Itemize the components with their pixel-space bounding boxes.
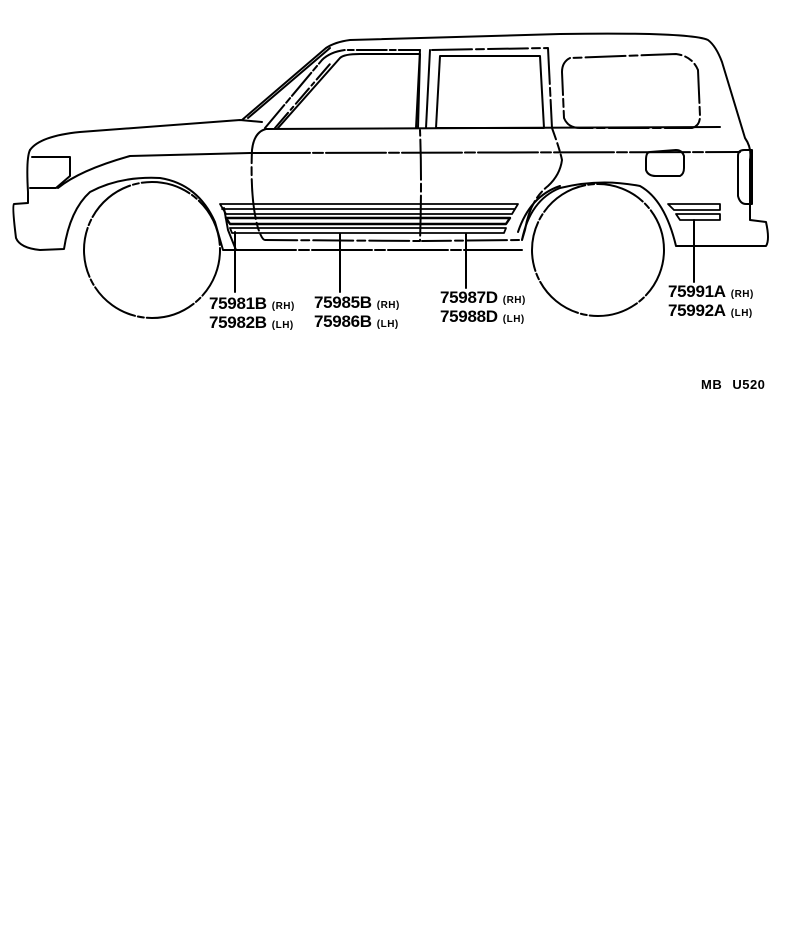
part-number-rh[interactable]: 75985B [314, 293, 372, 312]
side-label-lh: (LH) [502, 314, 525, 325]
part-number-lh[interactable]: 75982B [209, 313, 267, 332]
rear-quarter-molding [667, 203, 721, 221]
side-label-rh: (RH) [730, 289, 754, 300]
callout-front-door-molding: 75985B (RH) 75986B (LH) [314, 293, 400, 333]
side-label-rh: (RH) [502, 295, 526, 306]
callout-front-fender-molding: 75981B (RH) 75982B (LH) [209, 294, 295, 334]
part-number-lh[interactable]: 75986B [314, 312, 372, 331]
side-label-lh: (LH) [376, 319, 399, 330]
part-number-lh[interactable]: 75988D [440, 307, 498, 326]
part-number-rh[interactable]: 75987D [440, 288, 498, 307]
callout-leader-lines [234, 219, 695, 293]
illustration-reference-code: MB U520 [701, 377, 766, 392]
part-number-lh[interactable]: 75992A [668, 301, 726, 320]
side-label-lh: (LH) [730, 308, 753, 319]
side-molding-strips [219, 203, 519, 234]
side-label-rh: (RH) [271, 301, 295, 312]
callout-rear-quarter-molding: 75991A (RH) 75992A (LH) [668, 282, 754, 322]
vehicle-side-view-illustration [12, 32, 769, 319]
part-number-rh[interactable]: 75991A [668, 282, 726, 301]
part-number-rh[interactable]: 75981B [209, 294, 267, 313]
side-label-lh: (LH) [271, 320, 294, 331]
callout-rear-door-molding: 75987D (RH) 75988D (LH) [440, 288, 526, 328]
side-label-rh: (RH) [376, 300, 400, 311]
